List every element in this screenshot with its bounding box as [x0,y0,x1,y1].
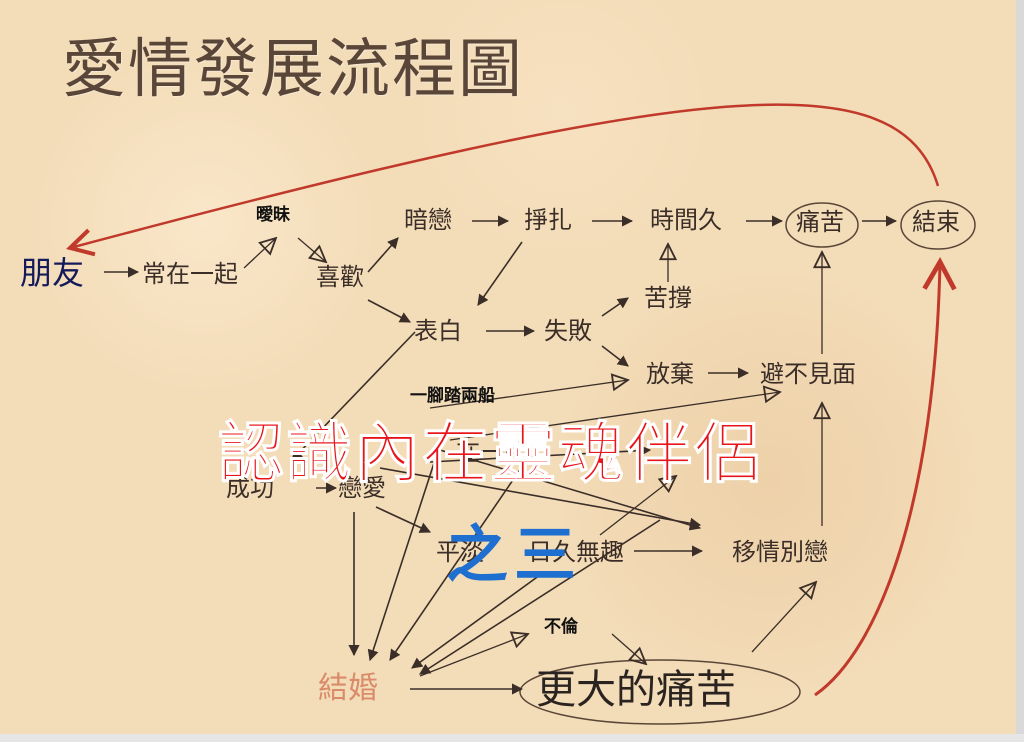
red-arc-right [814,257,957,697]
node-bigger-pain: 更大的痛苦 [536,667,736,713]
node-affair: 不倫 [544,617,578,637]
node-end: 結束 [912,208,960,236]
node-secret-love: 暗戀 [404,206,452,234]
node-success: 成功 [226,474,274,502]
node-ambiguous: 曖昧 [256,205,290,225]
overlay-subtitle: 之三 [446,518,583,591]
node-long-time: 時間久 [650,206,722,234]
node-bored: 日久無趣 [528,538,624,566]
node-two-boats: 一腳踏兩船 [410,386,495,406]
node-give-up: 放棄 [646,360,694,388]
diagram-title: 愛情發展流程圖 [62,33,524,107]
node-struggle: 掙扎 [524,206,572,234]
node-avoid: 避不見面 [760,360,856,388]
node-like: 喜歡 [316,263,364,291]
node-plain: 平淡 [436,538,484,566]
node-always-together: 常在一起 [142,260,238,288]
overlay-title: 認識內在靈魂伴侶 [218,415,762,493]
node-love: 戀愛 [338,474,386,502]
node-together-partial: 在一起 [456,438,528,466]
node-fail: 失敗 [544,317,592,345]
pain-ellipse [785,202,859,248]
node-endure: 苦撐 [644,284,692,312]
bottom-frame-border [0,734,1024,742]
node-change-heart: 移情別戀 [732,538,828,566]
node-confess: 表白 [414,317,462,345]
node-friend: 朋友 [20,254,85,292]
node-pain: 痛苦 [796,208,844,236]
end-ellipse [900,200,976,250]
node-marriage: 結婚 [318,671,378,706]
right-frame-border [1016,0,1024,742]
red-arc-top [66,103,940,257]
